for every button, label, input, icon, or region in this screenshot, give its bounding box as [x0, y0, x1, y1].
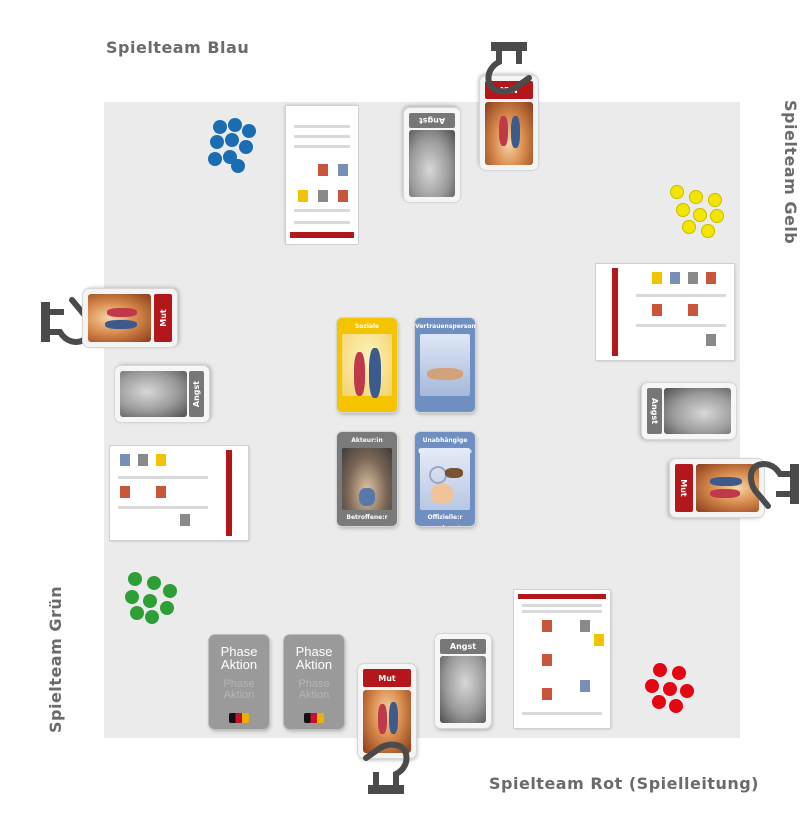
angst-card-label: Angst: [647, 388, 662, 434]
angst-card-label: Angst: [440, 639, 486, 654]
blue-token[interactable]: [208, 152, 222, 166]
angst-card-right[interactable]: Angst: [642, 383, 736, 439]
rule-sheet-right[interactable]: [596, 264, 734, 360]
red-token[interactable]: [669, 699, 683, 713]
role-card-footer: Offizielle:r Ansprechpartner:in: [415, 514, 475, 526]
yellow-token[interactable]: [689, 190, 703, 204]
role-card-title: Soziale Bedeutung: [349, 323, 386, 341]
angst-card-label: Angst: [409, 113, 455, 128]
green-token[interactable]: [160, 601, 174, 615]
angst-card-left[interactable]: Angst: [115, 366, 209, 422]
mut-card-label: Mut: [363, 669, 411, 687]
yellow-token[interactable]: [682, 220, 696, 234]
green-token[interactable]: [128, 572, 142, 586]
role-card-actor[interactable]: Akteur:in Betroffene:r: [337, 432, 397, 526]
green-token[interactable]: [130, 606, 144, 620]
red-token[interactable]: [645, 679, 659, 693]
angst-card-bottom[interactable]: Angst: [435, 634, 491, 728]
hand-icon: [485, 42, 532, 95]
team-label-red: Spielteam Rot (Spielleitung): [489, 774, 759, 793]
phase-card-title: Phase Aktion: [295, 644, 333, 672]
team-label-blue: Spielteam Blau: [106, 38, 250, 57]
rule-sheet-bottom[interactable]: [514, 590, 610, 728]
angst-card-top[interactable]: Angst: [404, 108, 460, 202]
phase-card-title: Phase Aktion: [220, 644, 258, 672]
hand-icon: [363, 741, 410, 794]
yellow-token[interactable]: [701, 224, 715, 238]
yellow-token[interactable]: [710, 209, 724, 223]
mut-card-left[interactable]: Mut: [83, 289, 177, 347]
mut-card-bottom[interactable]: Mut: [358, 664, 416, 758]
yellow-token[interactable]: [676, 203, 690, 217]
green-token[interactable]: [147, 576, 161, 590]
blue-token[interactable]: [213, 120, 227, 134]
blue-token[interactable]: [225, 133, 239, 147]
red-token[interactable]: [663, 682, 677, 696]
angst-card-label: Angst: [189, 371, 204, 417]
hand-icon: [748, 461, 799, 509]
role-card-title: Akteur:in: [351, 437, 383, 444]
yellow-token[interactable]: [708, 193, 722, 207]
role-card-trust[interactable]: Vertrauensperson: [415, 318, 475, 412]
yellow-token[interactable]: [670, 185, 684, 199]
role-card-counseling[interactable]: Unabhängige Beratungsstelle Offizielle:r…: [415, 432, 475, 526]
red-token[interactable]: [680, 684, 694, 698]
green-token[interactable]: [145, 610, 159, 624]
role-card-title: Vertrauensperson: [415, 323, 475, 330]
red-token[interactable]: [652, 695, 666, 709]
phase-card-ghost-text: Phase Aktion: [223, 678, 255, 701]
mut-card-label: Mut: [675, 464, 693, 512]
green-token[interactable]: [163, 584, 177, 598]
blue-token[interactable]: [242, 124, 256, 138]
mut-card-label: Mut: [154, 294, 172, 342]
rule-sheet-top[interactable]: [286, 106, 358, 244]
team-label-yellow: Spielteam Gelb: [781, 100, 800, 245]
red-token[interactable]: [653, 663, 667, 677]
role-card-title: Unabhängige Beratungsstelle: [418, 437, 472, 455]
phase-card-2[interactable]: Phase Aktion Phase Aktion: [284, 635, 344, 729]
blue-token[interactable]: [228, 118, 242, 132]
game-board: [104, 102, 740, 738]
yellow-token[interactable]: [693, 208, 707, 222]
phase-card-1[interactable]: Phase Aktion Phase Aktion: [209, 635, 269, 729]
phase-card-ghost-text: Phase Aktion: [298, 678, 330, 701]
role-card-footer: Betroffene:r: [346, 514, 388, 521]
blue-token[interactable]: [231, 159, 245, 173]
green-token[interactable]: [143, 594, 157, 608]
role-card-social[interactable]: Soziale Bedeutung: [337, 318, 397, 412]
blue-token[interactable]: [239, 140, 253, 154]
green-token[interactable]: [125, 590, 139, 604]
team-label-green: Spielteam Grün: [46, 585, 65, 733]
red-token[interactable]: [672, 666, 686, 680]
rule-sheet-left[interactable]: [110, 446, 248, 540]
blue-token[interactable]: [210, 135, 224, 149]
